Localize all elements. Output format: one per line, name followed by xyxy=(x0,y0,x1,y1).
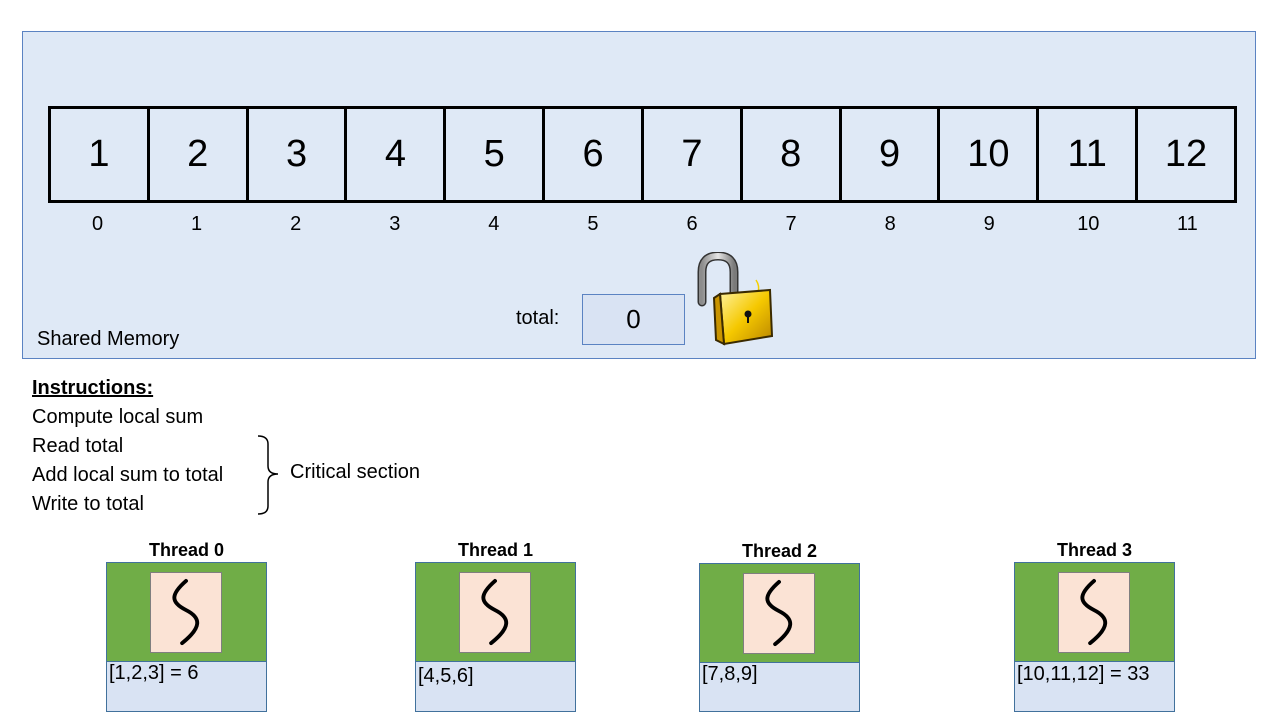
array-cell: 2 xyxy=(150,109,249,200)
thread-squiggle-icon xyxy=(150,572,222,653)
array-cell: 11 xyxy=(1039,109,1139,200)
array-index: 0 xyxy=(91,213,104,235)
array-cell: 3 xyxy=(249,109,348,200)
array-cell: 7 xyxy=(644,109,743,200)
thread-title: Thread 3 xyxy=(1056,540,1133,560)
array-index: 9 xyxy=(983,213,995,235)
array-index: 2 xyxy=(290,213,302,235)
array-cell: 1 xyxy=(51,109,150,200)
shared-memory-label: Shared Memory xyxy=(37,328,180,350)
array-cell: 4 xyxy=(347,109,447,200)
array-index: 10 xyxy=(1077,213,1100,235)
instruction-step: Read total xyxy=(32,435,124,457)
thread-header xyxy=(699,563,860,663)
shared-array: 1 2 3 4 5 6 7 8 9 10 11 12 xyxy=(48,106,1237,203)
thread-data: [4,5,6] xyxy=(415,661,576,712)
total-label: total: xyxy=(516,307,560,329)
instructions-title: Instructions: xyxy=(32,377,154,399)
thread-header xyxy=(1014,562,1175,662)
array-cell: 12 xyxy=(1164,133,1208,175)
thread-card: Thread 2 [7,8,9] xyxy=(699,541,860,713)
thread-squiggle-icon xyxy=(743,573,815,654)
array-index: 7 xyxy=(785,213,797,235)
array-cell: 9 xyxy=(842,109,941,200)
thread-header xyxy=(415,562,576,662)
thread-title: Thread 1 xyxy=(457,540,534,560)
open-padlock-icon xyxy=(697,252,774,346)
array-index: 5 xyxy=(587,213,599,235)
instruction-step: Write to total xyxy=(32,493,144,515)
array-index: 4 xyxy=(488,213,500,235)
thread-title: Thread 0 xyxy=(148,540,225,560)
array-cell: 10 xyxy=(940,109,1040,200)
array-cell: 8 xyxy=(743,109,842,200)
total-value: 0 xyxy=(582,294,685,345)
thread-card: Thread 0 [1,2,3] = 6 xyxy=(106,540,267,712)
array-cell: 5 xyxy=(446,109,546,200)
array-index: 8 xyxy=(884,213,896,235)
instruction-step: Compute local sum xyxy=(32,406,204,428)
thread-header xyxy=(106,562,267,662)
critical-section-brace xyxy=(257,435,279,515)
instruction-step: Add local sum to total xyxy=(32,464,224,486)
array-cell: 6 xyxy=(545,109,644,200)
array-index: 1 xyxy=(191,213,203,235)
thread-card: Thread 3 [10,11,12] = 33 xyxy=(1014,540,1175,712)
thread-squiggle-icon xyxy=(459,572,531,653)
critical-section-label: Critical section xyxy=(290,461,421,483)
array-index: 3 xyxy=(389,213,401,235)
thread-card: Thread 1 [4,5,6] xyxy=(415,540,576,712)
thread-data: [7,8,9] xyxy=(699,662,860,712)
array-index: 6 xyxy=(686,213,698,235)
thread-title: Thread 2 xyxy=(741,541,818,561)
thread-data: [1,2,3] = 6 xyxy=(106,661,267,712)
array-indices: 0 1 2 3 4 5 6 7 8 9 10 11 xyxy=(48,213,1237,236)
thread-squiggle-icon xyxy=(1058,572,1130,653)
array-index: 11 xyxy=(1177,213,1198,235)
thread-data: [10,11,12] = 33 xyxy=(1014,661,1175,712)
